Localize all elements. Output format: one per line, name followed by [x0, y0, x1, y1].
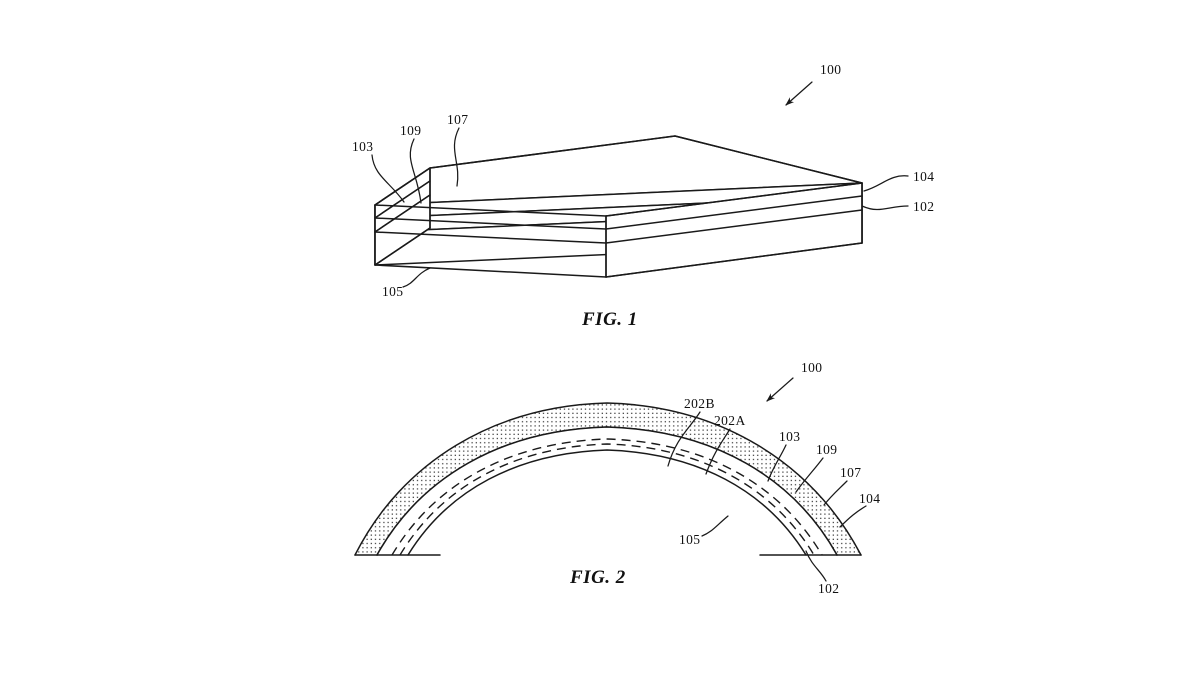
fig1-slab: [374, 135, 863, 278]
fig2-ref-202A: 202A: [714, 413, 746, 428]
fig2-label-100: 100: [801, 360, 822, 375]
fig1-ref-109: 109: [400, 123, 421, 138]
fig1-ref-104: 104: [913, 169, 934, 184]
fig2-ref-105: 105: [679, 532, 700, 547]
fig2-dashed-arc-202B: [391, 438, 823, 556]
fig2-caption: FIG. 2: [569, 567, 626, 588]
fig2-ref-109: 109: [816, 442, 837, 457]
fig1-caption: FIG. 1: [581, 309, 638, 330]
fig2-assembly-arrow: [766, 377, 794, 402]
fig1-label-100: 100: [820, 62, 841, 77]
fig2-ref-202B: 202B: [684, 396, 715, 411]
fig2-dashed-arc-202A: [399, 443, 815, 556]
fig1-ref-105: 105: [382, 284, 403, 299]
fig1-assembly-arrow: [785, 81, 813, 106]
fig2-ref-103: 103: [779, 429, 800, 444]
figure-1-group: 100: [352, 62, 934, 330]
fig1-leaders: [371, 127, 909, 288]
fig2-ref-107: 107: [840, 465, 861, 480]
fig1-ref-107: 107: [447, 112, 468, 127]
fig2-ref-104: 104: [859, 491, 880, 506]
fig2-middle-clear-band: [377, 427, 837, 555]
fig1-ref-103: 103: [352, 139, 373, 154]
fig1-ref-102: 102: [913, 199, 934, 214]
fig2-leaders: [667, 411, 867, 582]
figure-2-group: 100: [354, 360, 880, 596]
fig2-outer-stipple-band: [355, 403, 861, 555]
fig2-ref-102: 102: [818, 581, 839, 596]
